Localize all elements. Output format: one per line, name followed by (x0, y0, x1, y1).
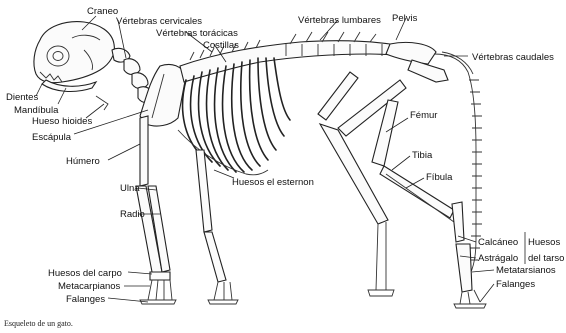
figure-caption: Esqueleto de un gato. (4, 319, 73, 328)
label-calcaneo: Calcáneo (478, 237, 518, 248)
skull (34, 22, 114, 83)
label-tibia: Tibia (412, 150, 433, 161)
label-vertebras-lumbares: Vértebras lumbares (298, 15, 381, 26)
label-humero: Húmero (66, 156, 100, 167)
mandible (42, 80, 96, 91)
label-hueso-hioides: Hueso hioides (32, 116, 92, 127)
label-radio: Radio (120, 209, 145, 220)
label-femur: Fémur (410, 110, 437, 121)
pelvis (386, 42, 436, 64)
label-mandibula: Mandíbula (14, 105, 59, 116)
label-falanges-anteriores: Falanges (66, 294, 105, 305)
label-metacarpianos: Metacarpianos (58, 281, 121, 292)
label-huesos-esternon: Huesos el esternon (232, 177, 314, 188)
hyoid (96, 96, 108, 110)
label-fibula: Fíbula (426, 172, 453, 183)
forelimb (136, 116, 238, 304)
skeleton-drawing (34, 22, 486, 308)
label-vertebras-caudales: Vértebras caudales (472, 52, 554, 63)
hindlimb (318, 72, 486, 308)
label-falanges-posteriores: Falanges (496, 279, 535, 290)
label-huesos-carpo: Huesos del carpo (48, 268, 122, 279)
label-astragalo: Astrágalo (478, 253, 518, 264)
label-costillas: Costillas (203, 40, 239, 51)
label-huesos-tarso-1: Huesos (528, 237, 560, 248)
label-craneo: Craneo (87, 6, 118, 17)
label-pelvis: Pelvis (392, 13, 418, 24)
label-dientes: Dientes (6, 92, 38, 103)
label-vertebras-toracicas: Vértebras torácicas (156, 28, 238, 39)
label-escapula: Escápula (32, 132, 72, 143)
label-metatarsianos: Metatarsianos (496, 265, 556, 276)
label-huesos-tarso-2: del tarso (528, 253, 564, 264)
label-vertebras-cervicales: Vértebras cervicales (116, 16, 202, 27)
label-ulna: Ulna (120, 183, 140, 194)
